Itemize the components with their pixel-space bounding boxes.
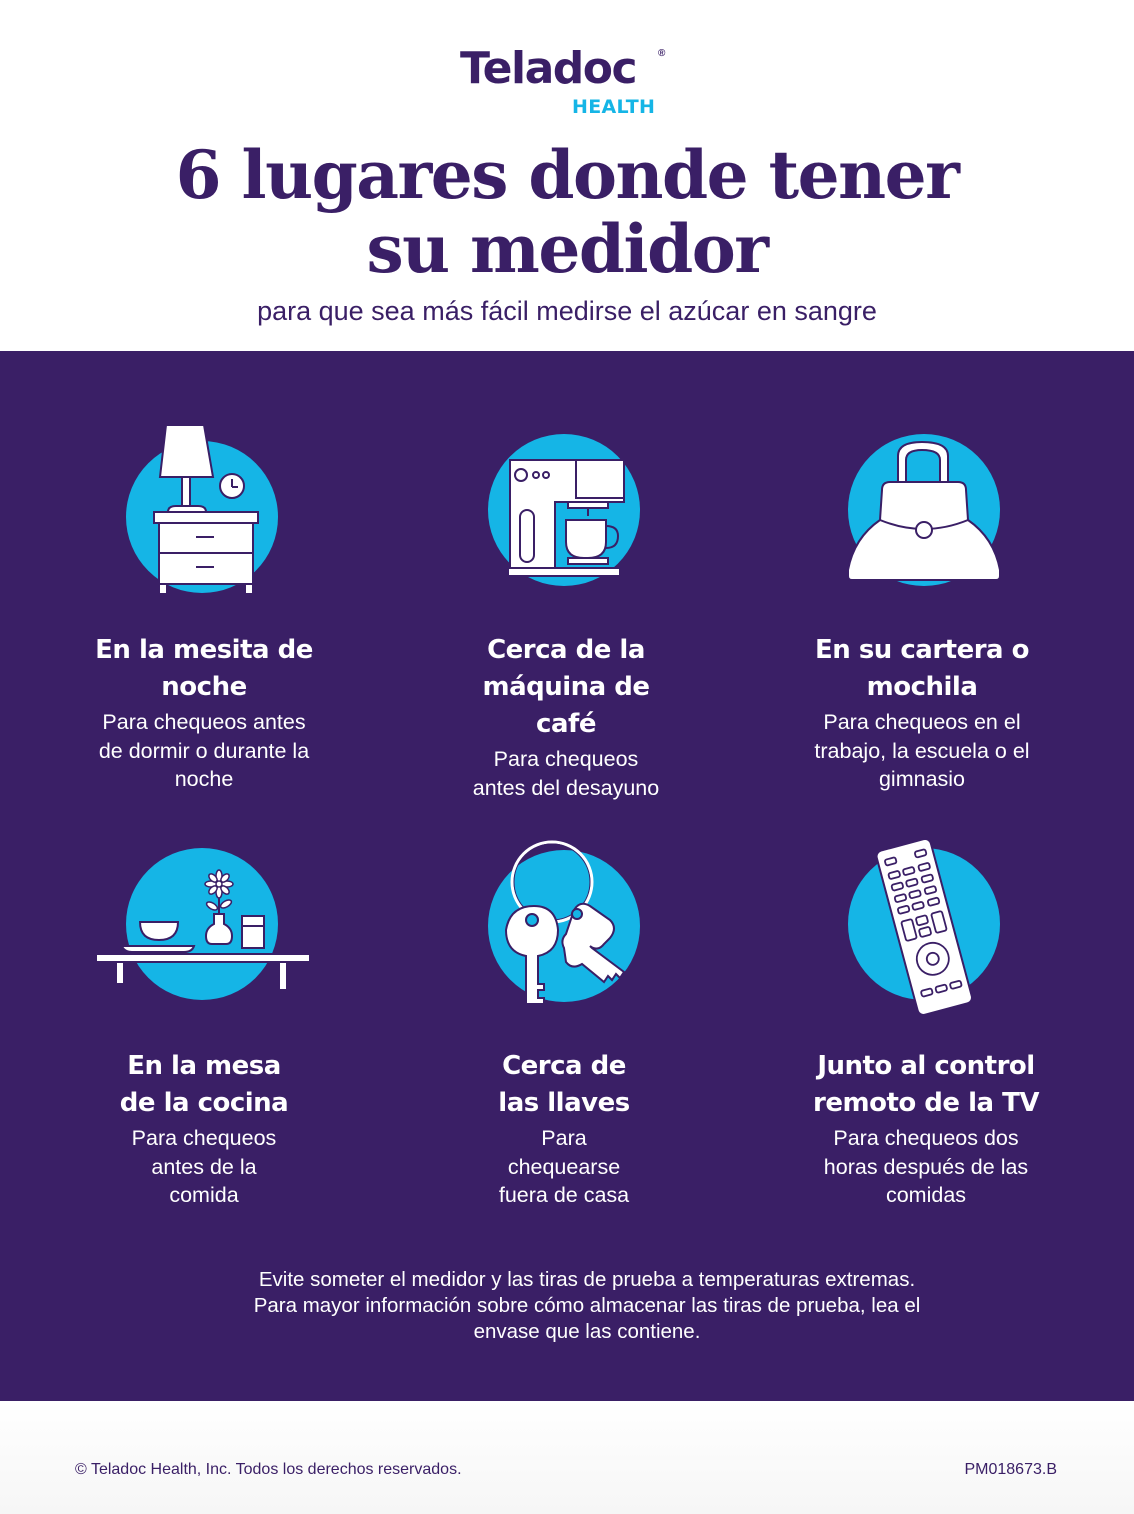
desc-line: trabajo, la escuela o el — [814, 738, 1030, 763]
title-line-2: su medidor — [366, 210, 769, 288]
card-kitchen-table: En la mesa de la cocina Para chequeos an… — [54, 836, 354, 1210]
desc-line: Para — [541, 1126, 587, 1150]
storage-note: Evite someter el medidor y las tiras de … — [0, 1267, 1134, 1345]
coffee-machine-icon — [416, 420, 716, 610]
desc-line: fuera de casa — [498, 1183, 630, 1207]
heading-line: café — [536, 709, 596, 739]
card-description: Para chequearse fuera de casa — [414, 1124, 714, 1210]
heading-line: Cerca de la — [487, 635, 645, 665]
desc-line: antes del desayuno — [472, 775, 660, 800]
heading-line: de la cocina — [119, 1088, 289, 1118]
handbag-icon — [772, 420, 1072, 610]
heading-line: las llaves — [498, 1088, 630, 1118]
heading-line: mochila — [866, 672, 978, 702]
desc-line: horas después de las — [823, 1154, 1029, 1179]
page-title: 6 lugares donde tener su medidor — [0, 138, 1134, 286]
desc-line: noche — [174, 767, 234, 791]
card-coffee-machine: Cerca de la máquina de café Para chequeo… — [416, 420, 716, 802]
desc-line: comidas — [885, 1183, 967, 1207]
tv-remote-icon — [776, 836, 1076, 1026]
card-heading: En su cartera o mochila — [772, 632, 1072, 706]
card-heading: Cerca de las llaves — [414, 1048, 714, 1122]
heading-line: Junto al control — [817, 1051, 1035, 1081]
note-line-3: envase que las contiene. — [473, 1320, 701, 1343]
page-subtitle: para que sea más fácil medirse el azúcar… — [257, 296, 877, 326]
card-heading: Junto al control remoto de la TV — [776, 1048, 1076, 1122]
desc-line: comida — [169, 1183, 239, 1207]
heading-line: En su cartera o — [815, 635, 1029, 665]
card-description: Para chequeos antes de dormir o durante … — [54, 708, 354, 794]
card-description: Para chequeos dos horas después de las c… — [776, 1124, 1076, 1210]
card-description: Para chequeos antes del desayuno — [416, 745, 716, 802]
nightstand-icon — [54, 420, 354, 610]
footer-background — [0, 1401, 1134, 1514]
card-tv-remote: Junto al control remoto de la TV Para ch… — [776, 836, 1076, 1210]
card-heading: En la mesita de noche — [54, 632, 354, 706]
desc-line: gimnasio — [878, 767, 966, 791]
heading-line: noche — [161, 672, 247, 702]
logo-health: HEALTH — [572, 96, 656, 118]
copyright-text: © Teladoc Health, Inc. Todos los derecho… — [75, 1461, 462, 1478]
card-description: Para chequeos en el trabajo, la escuela … — [772, 708, 1072, 794]
desc-line: Para chequeos — [131, 1126, 277, 1150]
kitchen-table-icon — [54, 836, 354, 1026]
card-keys: Cerca de las llaves Para chequearse fuer… — [414, 836, 714, 1210]
desc-line: Para chequeos en el — [823, 710, 1021, 734]
logo-registered-mark: ® — [658, 48, 666, 59]
title-line-1: 6 lugares donde tener — [175, 136, 960, 214]
card-description: Para chequeos antes de la comida — [54, 1124, 354, 1210]
card-heading: Cerca de la máquina de café — [416, 632, 716, 743]
logo-wordmark: Teladoc — [460, 43, 638, 94]
desc-line: Para chequeos — [493, 747, 639, 771]
teladoc-logo: Teladoc ® HEALTH — [460, 44, 680, 124]
heading-line: Cerca de — [502, 1051, 626, 1081]
note-line-2: Para mayor información sobre cómo almace… — [253, 1294, 921, 1317]
heading-line: En la mesita de — [95, 635, 313, 665]
desc-line: de dormir o durante la — [98, 738, 310, 763]
keys-icon — [414, 836, 714, 1026]
document-code: PM018673.B — [964, 1461, 1057, 1478]
card-handbag: En su cartera o mochila Para chequeos en… — [772, 420, 1072, 794]
heading-line: En la mesa — [127, 1051, 281, 1081]
desc-line: chequearse — [507, 1154, 621, 1179]
note-line-1: Evite someter el medidor y las tiras de … — [258, 1268, 916, 1291]
desc-line: Para chequeos dos — [833, 1126, 1019, 1150]
desc-line: antes de la — [151, 1154, 257, 1179]
heading-line: máquina de — [482, 672, 650, 702]
heading-line: remoto de la TV — [813, 1088, 1039, 1118]
desc-line: Para chequeos antes — [102, 710, 306, 734]
card-heading: En la mesa de la cocina — [54, 1048, 354, 1122]
card-nightstand: En la mesita de noche Para chequeos ante… — [54, 420, 354, 794]
